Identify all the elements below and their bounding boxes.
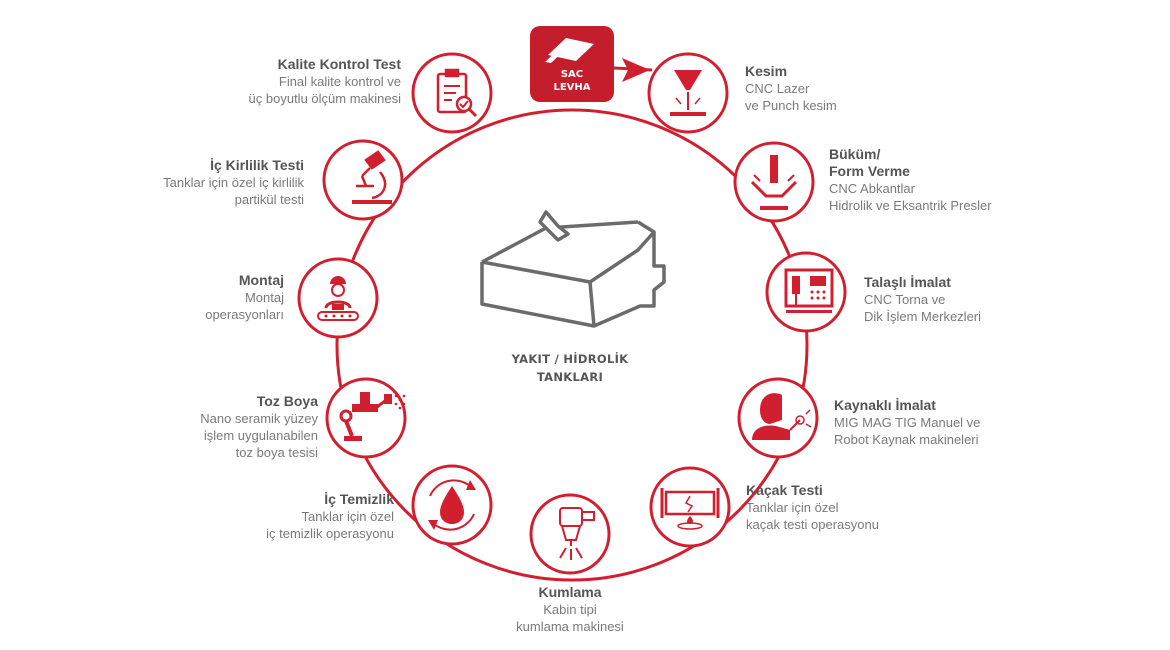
label-temizlik: İç Temizlik Tanklar için özel iç temizli… xyxy=(174,491,394,542)
step-desc: ve Punch kesim xyxy=(745,98,837,113)
step-desc: Final kalite kontrol ve xyxy=(278,74,401,89)
step-desc: CNC Torna ve xyxy=(864,292,946,307)
step-title: İç Kirlilik Testi xyxy=(210,157,304,173)
step-desc: kaçak testi operasyonu xyxy=(746,517,879,532)
step-desc: Hidrolik ve Eksantrik Presler xyxy=(829,198,992,213)
step-title: Kaçak Testi xyxy=(746,482,823,498)
step-desc: Nano seramik yüzey xyxy=(200,411,318,426)
sandblast-icon xyxy=(559,507,595,560)
step-desc: CNC Abkantlar xyxy=(829,181,915,196)
node-kumlama xyxy=(529,493,611,575)
label-kirlilik: İç Kirlilik Testi Tanklar için özel iç k… xyxy=(44,157,304,208)
step-title: Montaj xyxy=(238,272,284,288)
step-title: Kaynaklı İmalat xyxy=(834,397,936,413)
node-tozboya xyxy=(325,377,407,459)
label-kaynakli: Kaynaklı İmalat MIG MAG TIG Manuel ve Ro… xyxy=(834,397,980,448)
step-title: Form Verme xyxy=(829,163,910,179)
step-desc: toz boya tesisi xyxy=(235,445,318,460)
step-desc: CNC Lazer xyxy=(745,81,810,96)
start-label-line2: LEVHA xyxy=(553,82,591,93)
step-desc: partikül testi xyxy=(234,192,304,207)
welder-icon xyxy=(752,393,812,440)
step-title: Toz Boya xyxy=(256,393,318,409)
step-title: Talaşlı İmalat xyxy=(864,274,951,290)
step-title: Kesim xyxy=(745,63,788,79)
label-tozboya: Toz Boya Nano seramik yüzey işlem uygula… xyxy=(98,393,318,461)
step-title: İç Temizlik xyxy=(324,491,394,507)
step-desc: iç temizlik operasyonu xyxy=(266,526,394,541)
arrow-icon xyxy=(613,58,653,82)
step-title: Kalite Kontrol Test xyxy=(277,56,401,72)
press-brake-icon xyxy=(750,155,798,210)
microscope-icon xyxy=(352,150,392,204)
start-label: SAC LEVHA xyxy=(530,68,614,94)
node-montaj xyxy=(297,257,379,339)
cleaning-drop-icon xyxy=(428,479,476,531)
assembly-worker-icon xyxy=(317,276,359,321)
sheet-metal-icon xyxy=(530,26,614,102)
step-desc: MIG MAG TIG Manuel ve xyxy=(834,415,981,430)
label-bukum: Büküm/ Form Verme CNC Abkantlar Hidrolik… xyxy=(829,146,992,214)
label-talasli: Talaşlı İmalat CNC Torna ve Dik İşlem Me… xyxy=(864,274,981,325)
fuel-tank-icon xyxy=(480,210,666,328)
step-desc: Kabin tipi xyxy=(543,602,597,617)
label-kumlama: Kumlama Kabin tipi kumlama makinesi xyxy=(490,584,650,635)
leak-test-icon xyxy=(660,488,720,530)
step-desc: üç boyutlu ölçüm makinesi xyxy=(248,91,401,106)
center-label-line2: TANKLARI xyxy=(536,370,604,384)
laser-cut-icon xyxy=(670,70,706,116)
node-kacak xyxy=(649,466,731,548)
step-title: Kumlama xyxy=(538,584,602,600)
step-desc: işlem uygulanabilen xyxy=(203,428,318,443)
step-desc: Tanklar için özel xyxy=(746,500,839,515)
center-label-line1: YAKIT / HİDROLİK xyxy=(511,352,629,366)
step-desc: operasyonları xyxy=(205,307,284,322)
step-desc: Tanklar için özel iç kirlilik xyxy=(163,175,304,190)
label-kalite: Kalite Kontrol Test Final kalite kontrol… xyxy=(141,56,401,107)
process-ring xyxy=(335,108,809,582)
start-label-line1: SAC xyxy=(560,69,584,80)
step-desc: Robot Kaynak makineleri xyxy=(834,432,979,447)
label-kesim: Kesim CNC Lazer ve Punch kesim xyxy=(745,63,837,114)
center-label: YAKIT / HİDROLİK TANKLARI xyxy=(490,350,650,386)
step-desc: Tanklar için özel xyxy=(301,509,395,524)
label-montaj: Montaj Montaj operasyonları xyxy=(84,272,284,323)
cnc-machine-icon xyxy=(784,268,834,313)
label-kacak: Kaçak Testi Tanklar için özel kaçak test… xyxy=(746,482,879,533)
step-desc: Dik İşlem Merkezleri xyxy=(864,309,982,324)
quality-clipboard-icon xyxy=(436,68,478,118)
step-title: Büküm/ xyxy=(829,146,881,162)
step-desc: Montaj xyxy=(244,290,284,305)
paint-robot-icon xyxy=(339,392,406,441)
step-desc: kumlama makinesi xyxy=(516,619,624,634)
